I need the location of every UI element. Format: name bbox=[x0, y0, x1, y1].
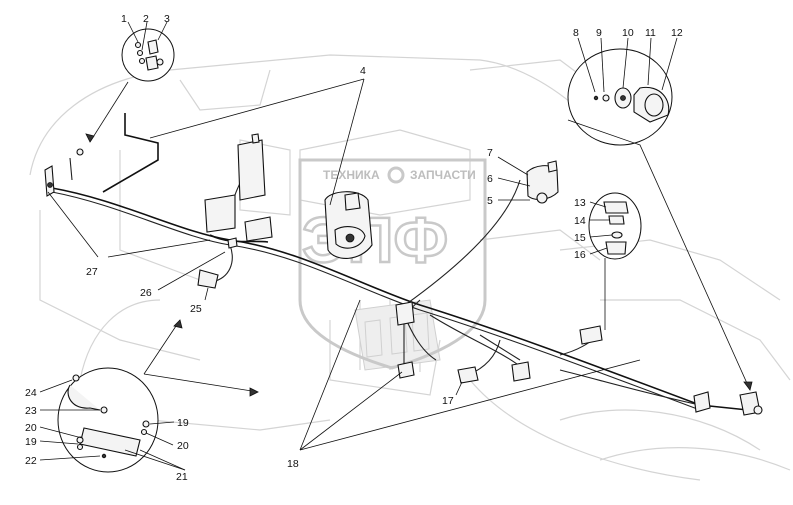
callout-top-right bbox=[567, 48, 673, 146]
watermark-logo-letters: ЭПФ bbox=[302, 204, 448, 276]
callout-right-middle bbox=[588, 192, 642, 260]
part-labels: 1 2 3 4 5 6 7 8 9 10 11 12 13 14 15 16 1… bbox=[25, 13, 683, 483]
main-harness bbox=[51, 113, 749, 411]
label-4: 4 bbox=[360, 65, 366, 77]
label-18: 18 bbox=[287, 458, 299, 470]
relay-block bbox=[237, 139, 266, 201]
arrowheads bbox=[85, 133, 753, 397]
harness-components bbox=[44, 133, 763, 416]
label-1: 1 bbox=[121, 13, 127, 25]
label-9: 9 bbox=[596, 27, 602, 39]
left-connector bbox=[44, 165, 55, 197]
label-13: 13 bbox=[574, 197, 586, 209]
label-11: 11 bbox=[645, 27, 656, 39]
label-22: 22 bbox=[25, 455, 37, 467]
label-7: 7 bbox=[487, 147, 493, 159]
watermark-left-text: ТЕХНИКА bbox=[323, 168, 380, 182]
leader-lines bbox=[39, 21, 751, 471]
label-20-right: 20 bbox=[177, 440, 189, 452]
label-3: 3 bbox=[164, 13, 170, 25]
label-25: 25 bbox=[190, 303, 202, 315]
label-19-left: 19 bbox=[25, 436, 37, 448]
label-2: 2 bbox=[143, 13, 149, 25]
background-machine-outline bbox=[29, 54, 791, 481]
mounting-bracket bbox=[204, 194, 236, 233]
label-10: 10 bbox=[622, 27, 634, 39]
label-8: 8 bbox=[573, 27, 579, 39]
label-26: 26 bbox=[140, 287, 152, 299]
callout-bottom-left bbox=[57, 367, 159, 473]
label-21: 21 bbox=[176, 471, 188, 483]
label-20-left: 20 bbox=[25, 422, 37, 434]
label-19-right: 19 bbox=[177, 417, 189, 429]
label-12: 12 bbox=[671, 27, 683, 39]
label-15: 15 bbox=[574, 232, 586, 244]
label-14: 14 bbox=[574, 215, 586, 227]
label-16: 16 bbox=[574, 249, 586, 261]
callout-top-left bbox=[121, 28, 175, 82]
label-27: 27 bbox=[86, 266, 98, 278]
sensor-25 bbox=[197, 269, 219, 289]
label-17: 17 bbox=[442, 395, 454, 407]
switch-unit bbox=[526, 165, 559, 201]
label-23: 23 bbox=[25, 405, 37, 417]
label-5: 5 bbox=[487, 195, 493, 207]
watermark-right-text: ЗАПЧАСТИ bbox=[410, 168, 476, 182]
label-24: 24 bbox=[25, 387, 37, 399]
label-6: 6 bbox=[487, 173, 493, 185]
